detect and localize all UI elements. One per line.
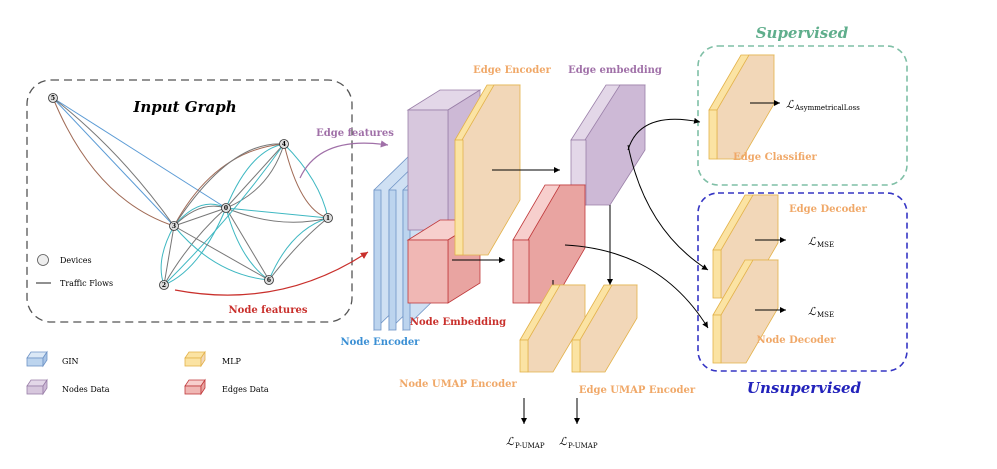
unsupervised-title: Unsupervised <box>747 379 862 397</box>
device-legend-icon <box>37 254 49 266</box>
edge-encoder-label: Edge Encoder <box>473 65 551 76</box>
svg-text:2: 2 <box>162 282 166 289</box>
supervised-panel: Supervised ℒ AsymmetricalLoss Edge Class… <box>697 24 908 186</box>
edge-decoder-block <box>712 194 779 299</box>
graph-node-6: 6 <box>264 275 274 285</box>
edge-embedding-to-classifier-arrow <box>627 117 701 151</box>
graph-node-5: 5 <box>48 93 58 103</box>
graph-node-4: 4 <box>279 139 289 149</box>
legend-devices: Devices <box>60 256 92 265</box>
edge-umap-loss: ℒ P-UMAP <box>559 435 598 450</box>
node-encoder-stack <box>373 84 521 331</box>
graph-node-0: 0 <box>221 203 231 213</box>
graph-legend: Devices Traffic Flows <box>36 254 113 288</box>
node-decoder-label: Node Decoder <box>756 335 836 346</box>
svg-text:ℒ: ℒ <box>808 305 817 318</box>
node-umap-loss: ℒ P-UMAP <box>506 435 545 450</box>
node-features-label: Node features <box>229 305 308 316</box>
edge-decoder-label: Edge Decoder <box>789 204 868 215</box>
edge-embedding-to-edge-decoder-arrow <box>627 144 709 271</box>
svg-text:P-UMAP: P-UMAP <box>515 442 545 450</box>
graph-nodes: 5 4 0 1 3 6 2 <box>48 93 333 290</box>
svg-text:ℒ: ℒ <box>559 435 568 448</box>
svg-text:P-UMAP: P-UMAP <box>568 442 598 450</box>
node-encoder-label: Node Encoder <box>341 337 421 348</box>
svg-text:AsymmetricalLoss: AsymmetricalLoss <box>794 104 860 112</box>
unsupervised-frame <box>697 192 908 372</box>
legend-traffic-flows: Traffic Flows <box>60 279 113 288</box>
color-legend: GIN Nodes Data MLP Edges Data <box>26 350 269 396</box>
node-embedding-label-left: Node Embedding <box>410 317 506 328</box>
legend-edges-data-label: Edges Data <box>222 385 269 394</box>
svg-text:MSE: MSE <box>817 311 834 319</box>
svg-text:MSE: MSE <box>817 241 834 249</box>
edge-classifier-label: Edge Classifier <box>733 152 817 163</box>
asymmetrical-loss: ℒ AsymmetricalLoss <box>786 98 860 112</box>
graph-edges <box>52 97 329 286</box>
unsupervised-panel: Unsupervised Edge Decoder ℒ MSE ℒ MSE No… <box>697 192 908 397</box>
supervised-frame <box>697 45 908 186</box>
svg-text:1: 1 <box>326 215 330 222</box>
input-graph-panel: Input Graph <box>26 79 353 323</box>
svg-text:ℒ: ℒ <box>506 435 515 448</box>
node-features-arrow <box>174 251 369 296</box>
svg-text:4: 4 <box>282 141 286 148</box>
input-graph-title: Input Graph <box>132 98 236 116</box>
legend-mlp-label: MLP <box>222 357 242 366</box>
edge-classifier-block <box>708 54 775 160</box>
node-mse-loss: ℒ MSE <box>808 305 834 319</box>
edge-features-label: Edge features <box>316 128 394 139</box>
edge-umap-encoder-label: Edge UMAP Encoder <box>579 385 696 396</box>
node-decoder-block <box>712 259 779 364</box>
supervised-title: Supervised <box>756 24 849 42</box>
edge-features-arrow <box>299 140 389 179</box>
edge-umap-encoder-block <box>571 284 638 373</box>
legend-gin: GIN <box>26 350 79 368</box>
edge-mse-loss: ℒ MSE <box>808 235 834 249</box>
legend-nodes-data-label: Nodes Data <box>62 385 110 394</box>
legend-nodes-data: Nodes Data <box>26 378 110 396</box>
legend-mlp: MLP <box>184 350 242 368</box>
edge-embedding-label: Edge embedding <box>568 65 662 76</box>
graph-node-3: 3 <box>169 221 179 231</box>
node-embedding-block <box>512 184 586 304</box>
svg-text:0: 0 <box>224 205 228 212</box>
svg-text:ℒ: ℒ <box>808 235 817 248</box>
edge-encoder-block <box>454 84 521 256</box>
svg-text:ℒ: ℒ <box>786 98 795 111</box>
legend-gin-label: GIN <box>62 357 79 366</box>
node-embedding-to-node-decoder-arrow <box>564 244 709 329</box>
svg-text:6: 6 <box>267 277 271 284</box>
node-umap-encoder-label: Node UMAP Encoder <box>399 379 517 390</box>
svg-text:5: 5 <box>51 95 55 102</box>
graph-node-2: 2 <box>159 280 169 290</box>
graph-node-1: 1 <box>323 213 333 223</box>
legend-edges-data: Edges Data <box>184 378 269 396</box>
svg-text:3: 3 <box>172 223 176 230</box>
